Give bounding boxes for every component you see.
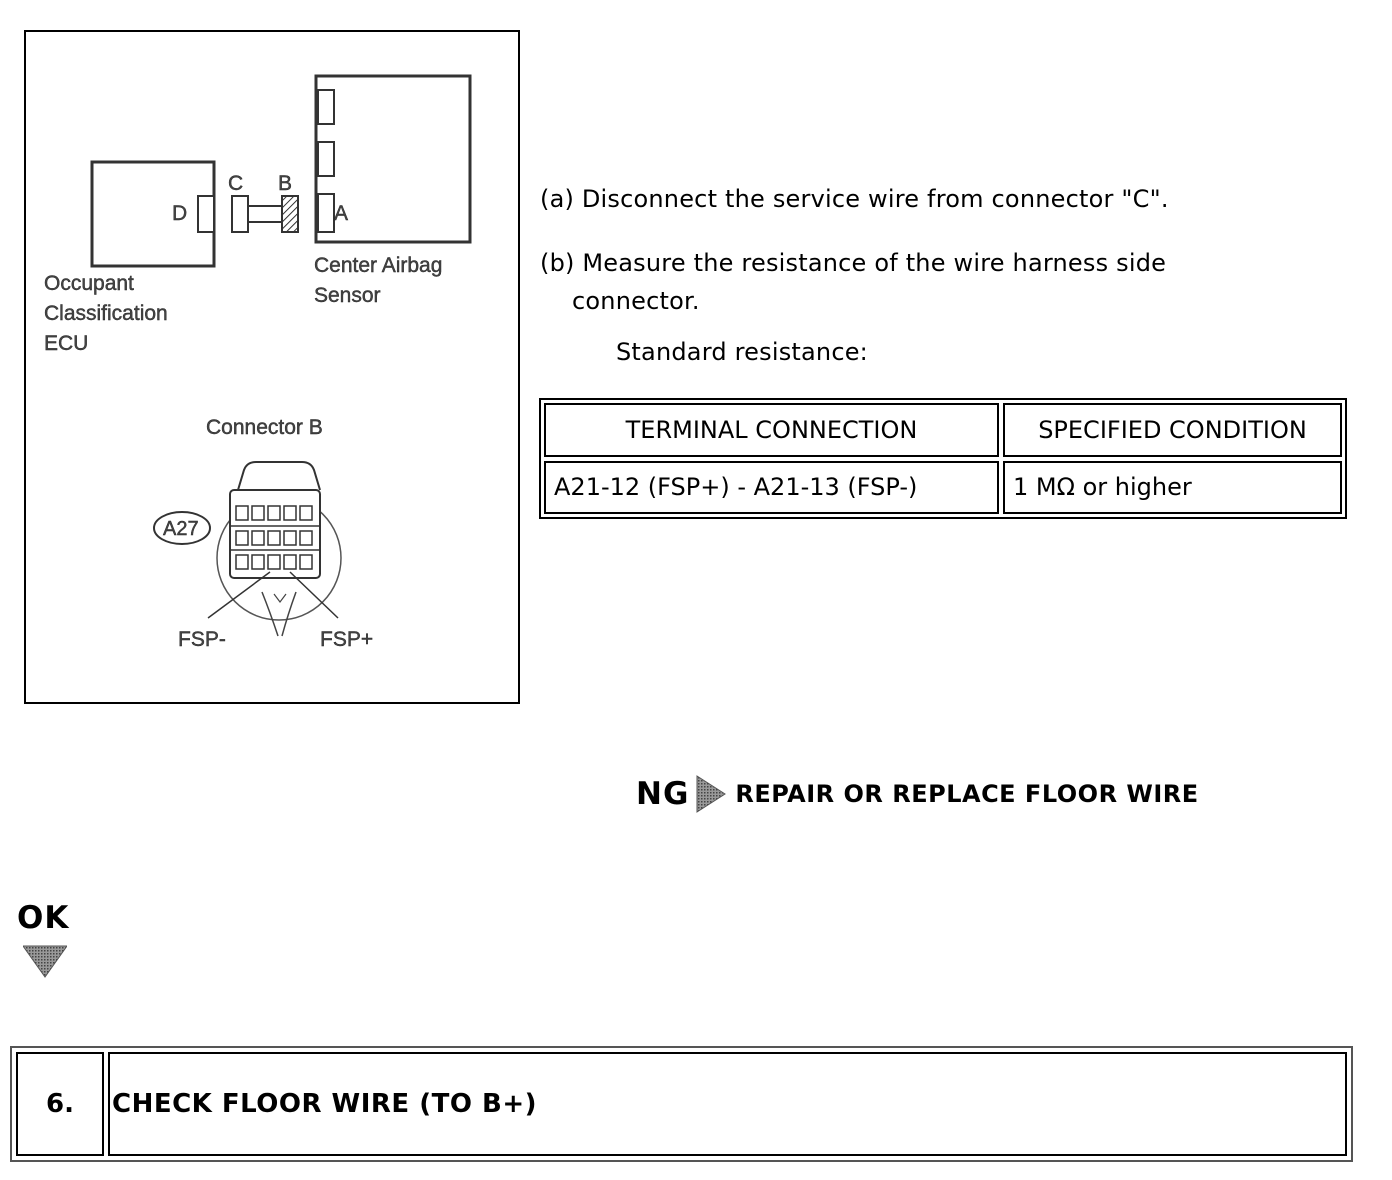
- connector-c-letter: C: [228, 172, 243, 195]
- ok-label: OK: [17, 900, 70, 936]
- table-row: A21-12 (FSP+) - A21-13 (FSP-) 1 MΩ or hi…: [544, 460, 1342, 514]
- center-airbag-sensor-body: [314, 74, 472, 244]
- connector-b-letter: B: [278, 172, 292, 195]
- table-cell-condition: 1 MΩ or higher: [1003, 460, 1342, 514]
- connector-d-letter: D: [172, 202, 187, 225]
- ng-result-link[interactable]: REPAIR OR REPLACE FLOOR WIRE: [735, 780, 1199, 808]
- table-header-row: TERMINAL CONNECTION SPECIFIED CONDITION: [544, 403, 1342, 457]
- connector-a-letter: A: [334, 202, 348, 225]
- occupant-ecu-label: Occupant Classification ECU: [44, 272, 174, 355]
- ng-label: NG: [636, 776, 690, 812]
- center-airbag-sensor-label: Center Airbag Sensor: [314, 254, 448, 307]
- ng-branch: NG REPAIR OR REPLACE FLOOR WIRE: [636, 772, 1199, 816]
- wiring-diagram: A D C B Occupant Classification ECU Cent…: [44, 74, 472, 651]
- step-title: CHECK FLOOR WIRE (TO B+): [108, 1052, 1347, 1156]
- step-b-text-continued: connector.: [572, 287, 700, 315]
- sensor-connector-2: [317, 141, 335, 177]
- standard-resistance-label: Standard resistance:: [616, 338, 868, 366]
- sensor-connector-a: [317, 193, 335, 233]
- table-header-condition: SPECIFIED CONDITION: [1003, 403, 1342, 457]
- table-header-terminal: TERMINAL CONNECTION: [544, 403, 999, 457]
- connector-code-badge: [153, 511, 211, 545]
- occupant-ecu-body: [90, 160, 216, 268]
- fsp-minus-leader: [207, 571, 271, 619]
- down-arrow-icon: [23, 945, 67, 978]
- wiring-diagram-figure: A D C B Occupant Classification ECU Cent…: [24, 30, 520, 704]
- step-b-text: (b) Measure the resistance of the wire h…: [540, 249, 1167, 277]
- connector-c: [231, 195, 249, 233]
- connector-b: [281, 195, 299, 233]
- sensor-connector-1: [317, 89, 335, 125]
- fsp-plus-label: FSP+: [320, 628, 373, 651]
- step-a-text: (a) Disconnect the service wire from con…: [540, 185, 1169, 213]
- table-cell-terminal: A21-12 (FSP+) - A21-13 (FSP-): [544, 460, 999, 514]
- connector-b-drawing: [207, 461, 342, 637]
- fsp-plus-leader: [289, 571, 339, 619]
- ecu-connector-d: [197, 195, 215, 233]
- spec-table: TERMINAL CONNECTION SPECIFIED CONDITION …: [539, 398, 1347, 519]
- connector-code-label: A27: [163, 518, 199, 540]
- fsp-minus-label: FSP-: [178, 628, 226, 651]
- right-arrow-icon: [696, 775, 727, 813]
- next-step-header: 6. CHECK FLOOR WIRE (TO B+): [10, 1046, 1353, 1162]
- step-number: 6.: [16, 1052, 104, 1156]
- connector-b-title: Connector B: [206, 416, 323, 439]
